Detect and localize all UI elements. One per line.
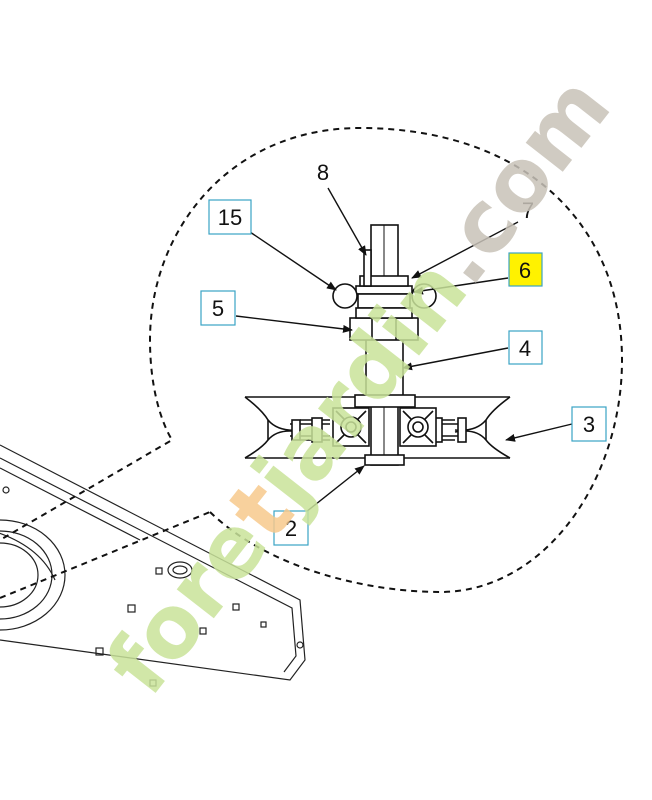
callout-5[interactable]: 5 (200, 290, 236, 326)
callout-2-label: 2 (285, 516, 297, 541)
pulley-assembly (244, 224, 511, 466)
callout-15[interactable]: 15 (208, 199, 252, 235)
callout-5-label: 5 (212, 296, 224, 321)
chassis-plate (0, 444, 306, 687)
callout-6[interactable]: 6 (508, 252, 543, 287)
callout-4-label: 4 (519, 336, 531, 361)
callout-3-label: 3 (583, 412, 595, 437)
watermark-logo: foretjardin.com (88, 58, 630, 713)
callout-8-label: 8 (317, 160, 329, 185)
callout-15-label: 15 (218, 205, 242, 230)
callout-6-label: 6 (519, 258, 531, 283)
callout-7[interactable]: 7 (522, 198, 534, 223)
callout-7-label: 7 (522, 198, 534, 223)
callout-4[interactable]: 4 (508, 330, 543, 365)
detail-boundary (0, 126, 624, 599)
svg-text:foretjardin.com: foretjardin.com (88, 58, 630, 713)
callout-8[interactable]: 8 (317, 160, 329, 185)
callout-2[interactable]: 2 (273, 510, 309, 546)
callout-3[interactable]: 3 (571, 406, 607, 442)
leader-lines (235, 187, 573, 513)
